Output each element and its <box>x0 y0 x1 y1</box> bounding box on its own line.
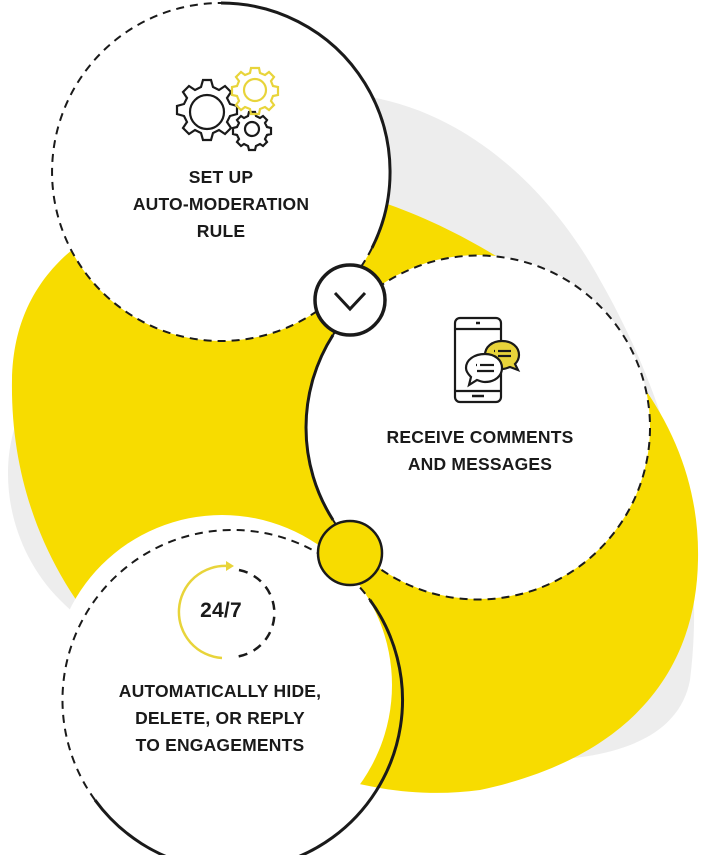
step-1-circle <box>51 1 392 342</box>
step-2-label: RECEIVE COMMENTS AND MESSAGES <box>350 424 610 478</box>
badge-24-7: 24/7 <box>200 599 242 622</box>
phone-chat-icon <box>453 316 521 404</box>
connector-dot <box>316 519 384 587</box>
step-3-label: AUTOMATICALLY HIDE, DELETE, OR REPLY TO … <box>88 678 352 759</box>
step-2-line: RECEIVE COMMENTS <box>386 427 574 447</box>
step-1-line: RULE <box>196 221 246 241</box>
step-1-line: AUTO-MODERATION <box>132 194 310 214</box>
gears-icon <box>175 66 280 152</box>
step-3-line: TO ENGAGEMENTS <box>135 735 305 755</box>
step-1-label: SET UP AUTO-MODERATION RULE <box>96 164 346 245</box>
step-1-line: SET UP <box>188 167 254 187</box>
step-3-circle <box>52 515 405 855</box>
chevron-down-icon <box>333 291 367 312</box>
clock-247-icon <box>177 561 276 660</box>
step-2-line: AND MESSAGES <box>407 454 553 474</box>
step-3-line: DELETE, OR REPLY <box>135 708 305 728</box>
step-3-line: AUTOMATICALLY HIDE, <box>118 681 322 701</box>
connector-chevron[interactable] <box>313 263 387 337</box>
step-2-circle <box>304 254 652 601</box>
